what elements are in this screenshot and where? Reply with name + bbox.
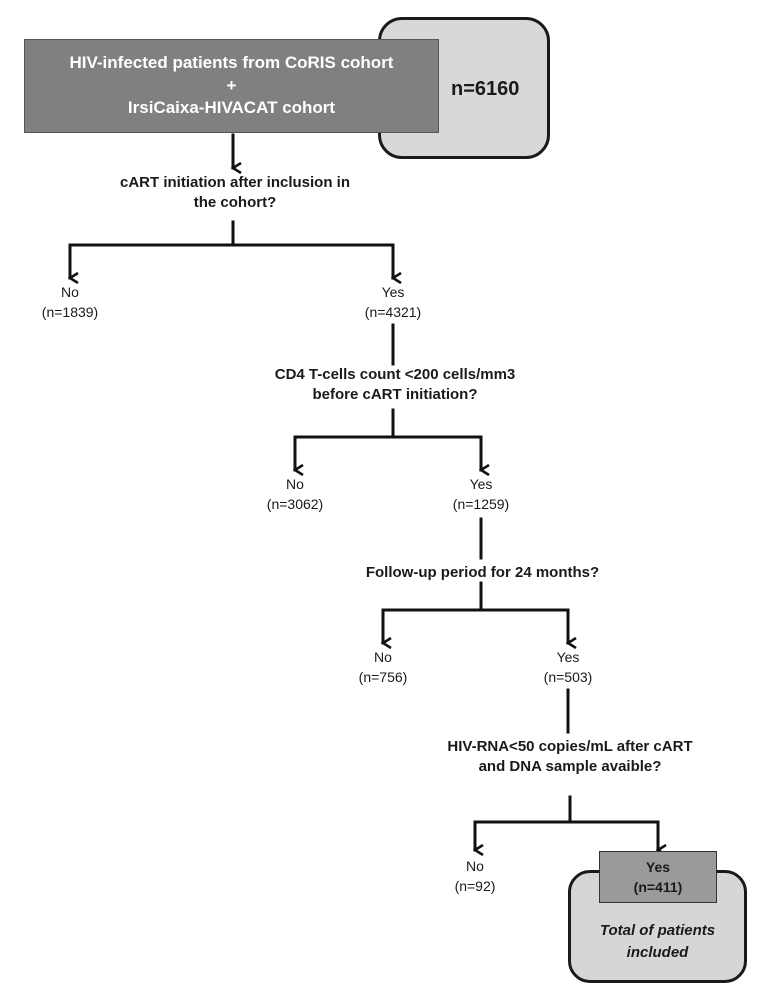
total-count-label: n=6160 xyxy=(451,78,520,100)
cohort-source-line2: IrsiCaixa-HIVACAT cohort xyxy=(127,98,336,118)
outcome-q2-no: No (n=3062) xyxy=(266,476,324,512)
outcome-q3-yes: Yes (n=503) xyxy=(543,649,593,685)
question-cart-initiation: cART initiation after inclusion in the c… xyxy=(119,174,350,211)
outcome-q1-no: No (n=1839) xyxy=(41,284,99,320)
cohort-source-line1: HIV-infected patients from CoRIS cohort xyxy=(69,52,394,72)
final-included-caption: Total of patients included xyxy=(599,922,716,961)
outcome-q2-yes: Yes (n=1259) xyxy=(452,476,510,512)
question-follow-up: Follow-up period for 24 months? xyxy=(365,564,600,581)
question-hiv-rna: HIV-RNA<50 copies/mL after cART and DNA … xyxy=(447,738,693,775)
outcome-q1-yes: Yes (n=4321) xyxy=(364,284,422,320)
question-cd4-count: CD4 T-cells count <200 cells/mm3 before … xyxy=(274,366,516,403)
outcome-q3-no: No (n=756) xyxy=(358,649,408,685)
outcome-q4-yes-count: (n=411) xyxy=(633,879,683,895)
cohort-source-plus: + xyxy=(226,75,237,95)
outcome-q4-yes-box: Yes (n=411) xyxy=(599,851,717,903)
cohort-source-box: HIV-infected patients from CoRIS cohort … xyxy=(24,39,439,133)
outcome-q4-no: No (n=92) xyxy=(454,858,496,894)
outcome-q4-yes-label: Yes xyxy=(645,858,671,875)
